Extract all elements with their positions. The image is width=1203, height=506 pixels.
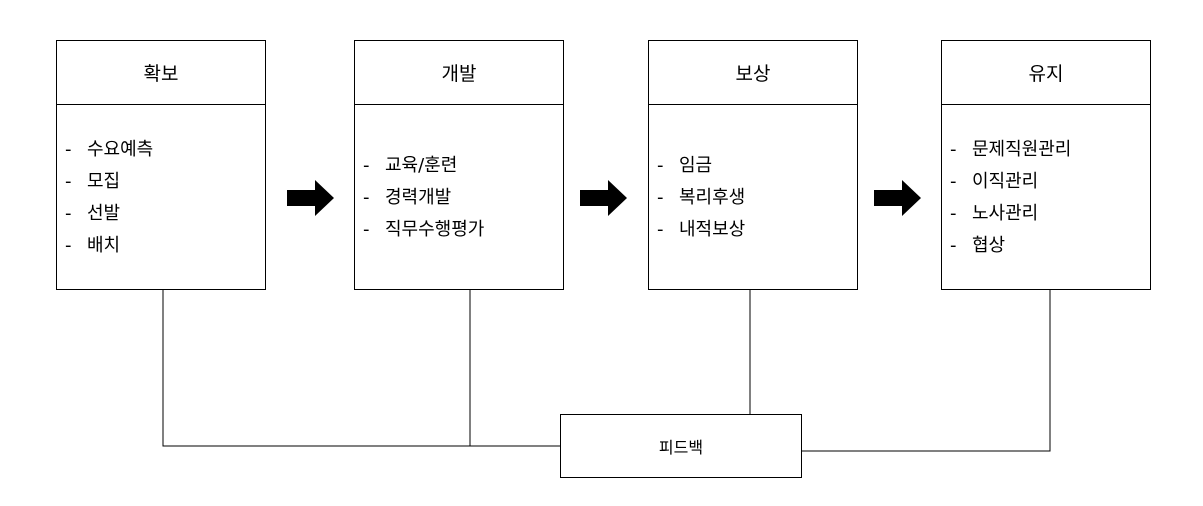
feedback-line-left — [162, 290, 560, 447]
stage-title: 보상 — [649, 41, 857, 105]
list-item: -문제직원관리 — [950, 139, 1072, 160]
stage-title: 개발 — [355, 41, 563, 105]
list-item: -선발 — [65, 203, 121, 224]
list-item: -복리후생 — [657, 187, 746, 208]
feedback-line-right — [802, 290, 1051, 452]
stage-box-development: 개발 -교육/훈련 -경력개발 -직무수행평가 — [354, 40, 564, 290]
arrow-right-icon — [874, 180, 921, 216]
list-item: -모집 — [65, 171, 121, 192]
list-item: -협상 — [950, 235, 1006, 256]
feedback-box: 피드백 — [560, 414, 802, 478]
stage-title: 확보 — [57, 41, 265, 105]
feedback-label: 피드백 — [658, 438, 704, 457]
stage-item-list: -교육/훈련 -경력개발 -직무수행평가 — [355, 105, 563, 291]
arrow-right-icon — [287, 180, 334, 216]
stage-item-list: -임금 -복리후생 -내적보상 — [649, 105, 857, 291]
list-item: -배치 — [65, 235, 121, 256]
list-item: -경력개발 — [363, 187, 452, 208]
arrow-right-icon — [580, 180, 627, 216]
list-item: -내적보상 — [657, 219, 746, 240]
list-item: -교육/훈련 — [363, 155, 458, 176]
list-item: -노사관리 — [950, 203, 1039, 224]
stage-box-compensation: 보상 -임금 -복리후생 -내적보상 — [648, 40, 858, 290]
stage-box-retention: 유지 -문제직원관리 -이직관리 -노사관리 -협상 — [941, 40, 1151, 290]
stage-box-acquisition: 확보 -수요예측 -모집 -선발 -배치 — [56, 40, 266, 290]
list-item: -직무수행평가 — [363, 219, 485, 240]
list-item: -수요예측 — [65, 139, 154, 160]
stage-item-list: -수요예측 -모집 -선발 -배치 — [57, 105, 265, 291]
list-item: -이직관리 — [950, 171, 1039, 192]
list-item: -임금 — [657, 155, 713, 176]
stage-title: 유지 — [942, 41, 1150, 105]
stage-item-list: -문제직원관리 -이직관리 -노사관리 -협상 — [942, 105, 1150, 291]
